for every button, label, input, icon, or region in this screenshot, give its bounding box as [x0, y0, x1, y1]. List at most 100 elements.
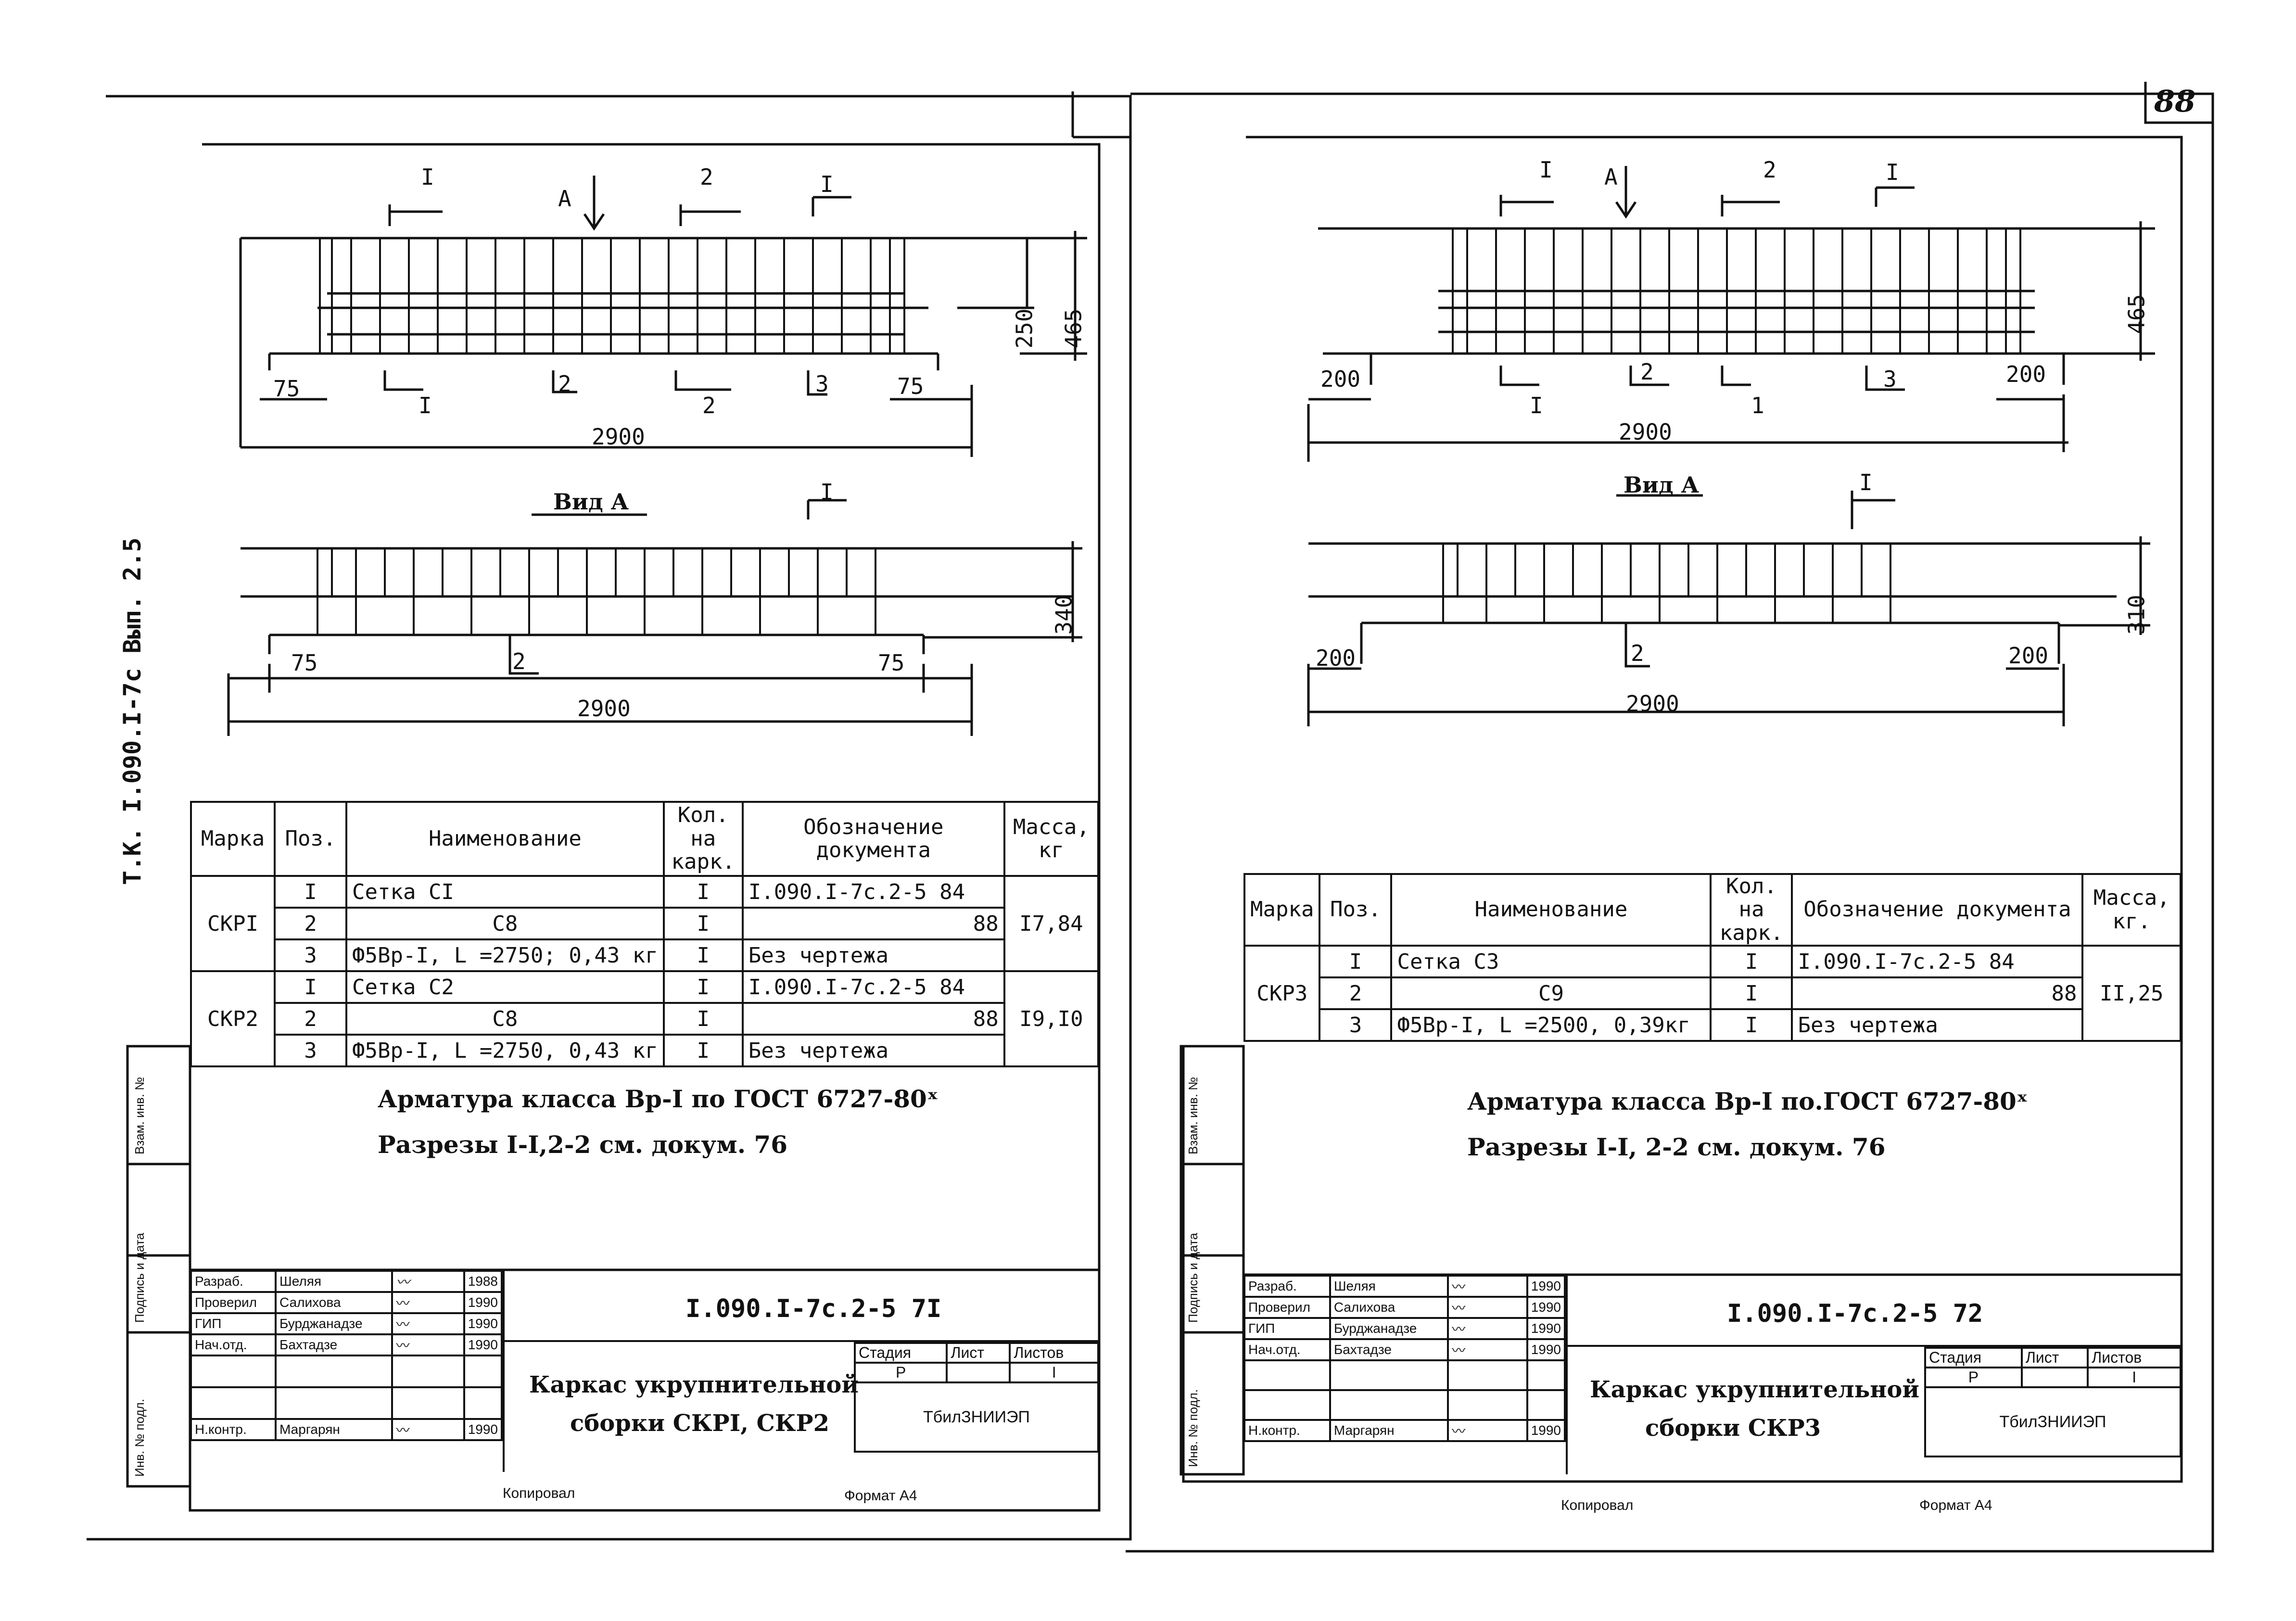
left-d2-view-label: Вид А — [553, 489, 629, 515]
cell-name: Сетка СI — [345, 875, 665, 909]
left-d1-pos-1: I — [419, 393, 432, 418]
hdr-mark: Марка — [190, 801, 276, 877]
cell-qty: I — [1710, 1008, 1793, 1042]
hdr-mark: Марка — [1243, 873, 1321, 947]
cell-mass: I9,I0 — [1003, 970, 1100, 1067]
left-d1-pos-2b: 2 — [702, 393, 716, 418]
hdr-doc: Обозначение документа — [1791, 873, 2084, 947]
sig-row — [190, 1355, 503, 1388]
sheets-hdr: Листов — [2087, 1347, 2182, 1368]
cell-mass: I7,84 — [1003, 875, 1100, 972]
right-d1-dim-2900: 2900 — [1619, 419, 1672, 445]
cell-pos: I — [1319, 945, 1393, 979]
table-row: СКР3 I Сетка С3 I I.090.I-7с.2-5 84 II,2… — [1243, 945, 2182, 1042]
left-d1-pos-3: 3 — [815, 371, 829, 397]
cell-pos: 3 — [274, 938, 347, 972]
left-d1-cut-3: I — [820, 171, 834, 197]
sig-role: ГИП — [1243, 1317, 1331, 1340]
right-stamp-inv: Инв. № подл. — [1186, 1389, 1200, 1467]
cell-doc: 88 — [1791, 976, 2084, 1011]
sig-signature: 〰 — [391, 1312, 465, 1335]
sig-role: Разраб. — [1243, 1275, 1331, 1298]
page-number: 88 — [2154, 84, 2196, 119]
sig-row: Н.контр.Маргарян〰1990 — [190, 1418, 503, 1441]
right-drawing-2 — [1307, 491, 2150, 726]
left-d1-dim-75a: 75 — [273, 376, 300, 402]
sig-name: Бурджанадзе — [275, 1312, 393, 1335]
right-note-2: Разрезы I-I, 2-2 см. докум. 76 — [1467, 1133, 1886, 1161]
right-d2-pos: 2 — [1631, 640, 1644, 666]
table-row: СКР2 I Сетка С2 I I.090.I-7с.2-5 84 I9,I… — [190, 970, 1100, 1067]
cell-pos: I — [274, 875, 347, 909]
right-d2-cut: I — [1859, 469, 1873, 495]
sheets-hdr: Листов — [1009, 1342, 1099, 1364]
table-row: 2 С8 I 88 — [191, 1002, 1098, 1036]
cell-mass: II,25 — [2081, 945, 2182, 1042]
sig-date: 1988 — [463, 1270, 503, 1293]
right-d2-dim-200b: 200 — [2008, 643, 2049, 669]
left-d1-dim-465: 465 — [1060, 308, 1087, 349]
cell-name: С8 — [345, 907, 665, 940]
sig-date: 1990 — [463, 1333, 503, 1356]
cell-qty: I — [1710, 945, 1793, 979]
sig-date: 1990 — [1526, 1275, 1566, 1298]
left-d2-dim-75a: 75 — [291, 650, 318, 676]
hdr-qty: Кол. на карк. — [662, 801, 744, 877]
cell-qty: I — [662, 907, 744, 940]
cell-name: Ф5Вр-I, L =2750, 0,43 кг — [345, 1034, 665, 1067]
sig-date: 1990 — [463, 1291, 503, 1314]
right-title-line-1: Каркас укрупнительной — [1590, 1376, 1920, 1403]
left-d1-dim-250: 250 — [1011, 308, 1038, 349]
cell-mark: СКРI — [190, 875, 276, 972]
table-header-row: Марка Поз. Наименование Кол. на карк. Об… — [1243, 873, 2182, 947]
cell-qty: I — [662, 1002, 744, 1036]
sig-date: 1990 — [1526, 1317, 1566, 1340]
right-d1-dim-465: 465 — [2123, 294, 2150, 334]
org-name: ТбилЗНИИЭП — [854, 1381, 1099, 1453]
stage-val: Р — [1924, 1367, 2023, 1388]
left-d2-pos: 2 — [512, 648, 526, 674]
sig-signature: 〰 — [391, 1418, 465, 1441]
table-row: СКРI I Сетка СI I I.090.I-7с.2-5 84 I7,8… — [190, 875, 1100, 972]
right-d1-dim-200a: 200 — [1320, 366, 1361, 392]
left-title-line-2: сборки СКРI, СКР2 — [570, 1410, 829, 1437]
left-footer-format: Формат А4 — [844, 1488, 917, 1504]
sig-date: 1990 — [1526, 1338, 1566, 1361]
left-footer-copied: Копировал — [503, 1485, 575, 1501]
sig-signature: 〰 — [1447, 1275, 1528, 1298]
left-drawing-2 — [227, 499, 1082, 736]
sig-name: Шеляя — [275, 1270, 393, 1293]
right-footer-copied: Копировал — [1561, 1497, 1634, 1513]
sig-row: Н.контр.Маргарян〰1990 — [1243, 1419, 1566, 1442]
sig-signature: 〰 — [391, 1333, 465, 1356]
org-name: ТбилЗНИИЭП — [1924, 1386, 2182, 1457]
sheet-val — [2020, 1367, 2089, 1388]
right-sheet-frame — [1126, 92, 2214, 1553]
sig-row — [190, 1386, 503, 1420]
sheet-val — [946, 1362, 1011, 1383]
sig-role: Нач.отд. — [190, 1333, 277, 1356]
sig-role: Нач.отд. — [1243, 1338, 1331, 1361]
cell-pos: 3 — [274, 1034, 347, 1067]
cell-mark: СКР2 — [190, 970, 276, 1067]
hdr-name: Наименование — [1390, 873, 1712, 947]
left-d1-pos-2a: 2 — [558, 371, 571, 397]
cell-pos: 2 — [1319, 976, 1393, 1011]
sig-row: Нач.отд.Бахтадзе〰1990 — [190, 1333, 503, 1356]
left-stamp-inv: Инв. № подл. — [132, 1399, 147, 1477]
stage-val: Р — [853, 1362, 948, 1383]
cell-doc: Без чертежа — [1791, 1008, 2084, 1042]
sig-name: Бахтадзе — [275, 1333, 393, 1356]
cell-pos: 2 — [274, 1002, 347, 1036]
sig-row — [1243, 1359, 1566, 1391]
left-stamp-sign: Подпись и дата — [132, 1232, 147, 1323]
sig-row — [1243, 1389, 1566, 1421]
right-drawing-1 — [1307, 166, 2155, 462]
cell-name: Ф5Вр-I, L =2500, 0,39кг — [1390, 1008, 1712, 1042]
hdr-name: Наименование — [345, 801, 665, 877]
sheet-hdr: Лист — [946, 1342, 1011, 1364]
